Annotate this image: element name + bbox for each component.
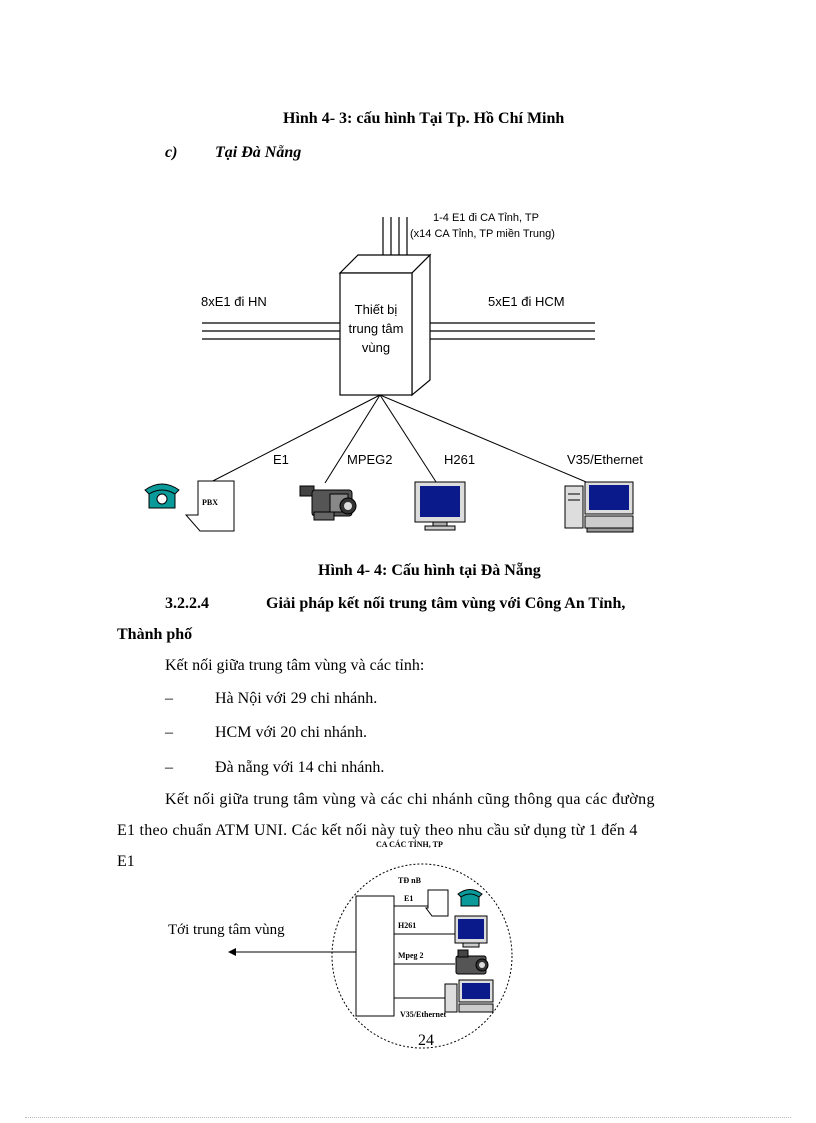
bullet-text: HCM với 20 chi nhánh. <box>215 724 368 741</box>
bullet-text: Đà nẵng với 14 chi nhánh. <box>215 759 385 776</box>
branch-boundary-circle <box>331 863 513 1049</box>
section-title-line-2: Thành phố <box>117 626 193 643</box>
right-lines-label: 5xE1 đi HCM <box>488 294 565 309</box>
section-number: 3.2.2.4 <box>165 595 209 612</box>
computer-icon <box>564 481 634 533</box>
subheading-label: c) <box>165 144 178 161</box>
box-label-line-3: vùng <box>361 340 391 355</box>
camcorder-icon <box>299 485 357 521</box>
branch-label-e1: E1 <box>273 452 289 467</box>
telephone-icon <box>457 889 483 907</box>
provinces-label: CA CÁC TỈNH, TP <box>376 840 443 849</box>
pbx-label: PBX <box>202 498 218 507</box>
regional-center-label: Tới trung tâm vùng <box>168 922 285 938</box>
box-label-line-2: trung tâm <box>348 321 404 336</box>
branch-connection-diagram <box>228 863 513 1049</box>
branch-h261-label: H261 <box>398 921 417 930</box>
branch-pbx-box <box>425 889 449 917</box>
branch-mpeg2-label: Mpeg 2 <box>398 951 424 960</box>
section-title-line-1: Giải pháp kết nối trung tâm vùng với Côn… <box>266 595 626 612</box>
bullet-text: Hà Nội với 29 chi nhánh. <box>215 690 378 707</box>
page-bottom-border <box>25 1117 791 1118</box>
branch-label-h261: H261 <box>444 452 476 467</box>
figure-caption-4-4: Hình 4- 4: Cấu hình tại Đà Nẵng <box>318 562 541 579</box>
da-nang-configuration-diagram <box>144 217 634 533</box>
bullet-dash: – <box>165 690 173 707</box>
camcorder-icon <box>455 949 489 975</box>
branch-e1-label: E1 <box>404 894 414 903</box>
branch-v35-label: V35/Ethernet <box>400 1010 447 1019</box>
computer-icon <box>444 979 494 1013</box>
subheading-title: Tại Đà Nẵng <box>215 144 302 161</box>
bullet-dash: – <box>165 759 173 776</box>
left-lines-label: 8xE1 đi HN <box>201 294 267 309</box>
branch-label-mpeg2: MPEG2 <box>347 452 393 467</box>
branch-lines <box>204 394 599 488</box>
figure-caption-4-3: Hình 4- 3: cấu hình Tại Tp. Hồ Chí Minh <box>283 110 565 127</box>
page-number: 24 <box>418 1032 434 1049</box>
monitor-icon <box>454 915 488 948</box>
left-e1-lines <box>202 322 340 340</box>
central-equipment-box <box>338 253 432 397</box>
paragraph-line-3: E1 <box>117 853 135 870</box>
bullet-dash: – <box>165 724 173 741</box>
monitor-icon <box>414 481 466 531</box>
paragraph-line-2: E1 theo chuẩn ATM UNI. Các kết nối này t… <box>117 822 638 839</box>
paragraph-line-1: Kết nối giữa trung tâm vùng và các chi n… <box>165 791 655 808</box>
paragraph-intro: Kết nối giữa trung tâm vùng và các tỉnh: <box>165 657 425 674</box>
top-lines-label-1: 1-4 E1 đi CA Tỉnh, TP <box>433 212 539 224</box>
right-e1-lines <box>430 322 595 340</box>
arrow-to-regional-center <box>228 948 356 956</box>
pbx-box <box>184 480 235 532</box>
telephone-icon <box>144 483 180 509</box>
box-label-line-1: Thiết bị <box>354 302 398 317</box>
branch-equipment-box <box>355 895 395 1017</box>
branch-connection-lines <box>394 905 455 999</box>
branch-label-v35: V35/Ethernet <box>567 452 643 467</box>
top-lines-label-2: (x14 CA Tỉnh, TP miền Trung) <box>410 228 555 240</box>
branch-pbx-label: TĐ nB <box>398 876 421 885</box>
